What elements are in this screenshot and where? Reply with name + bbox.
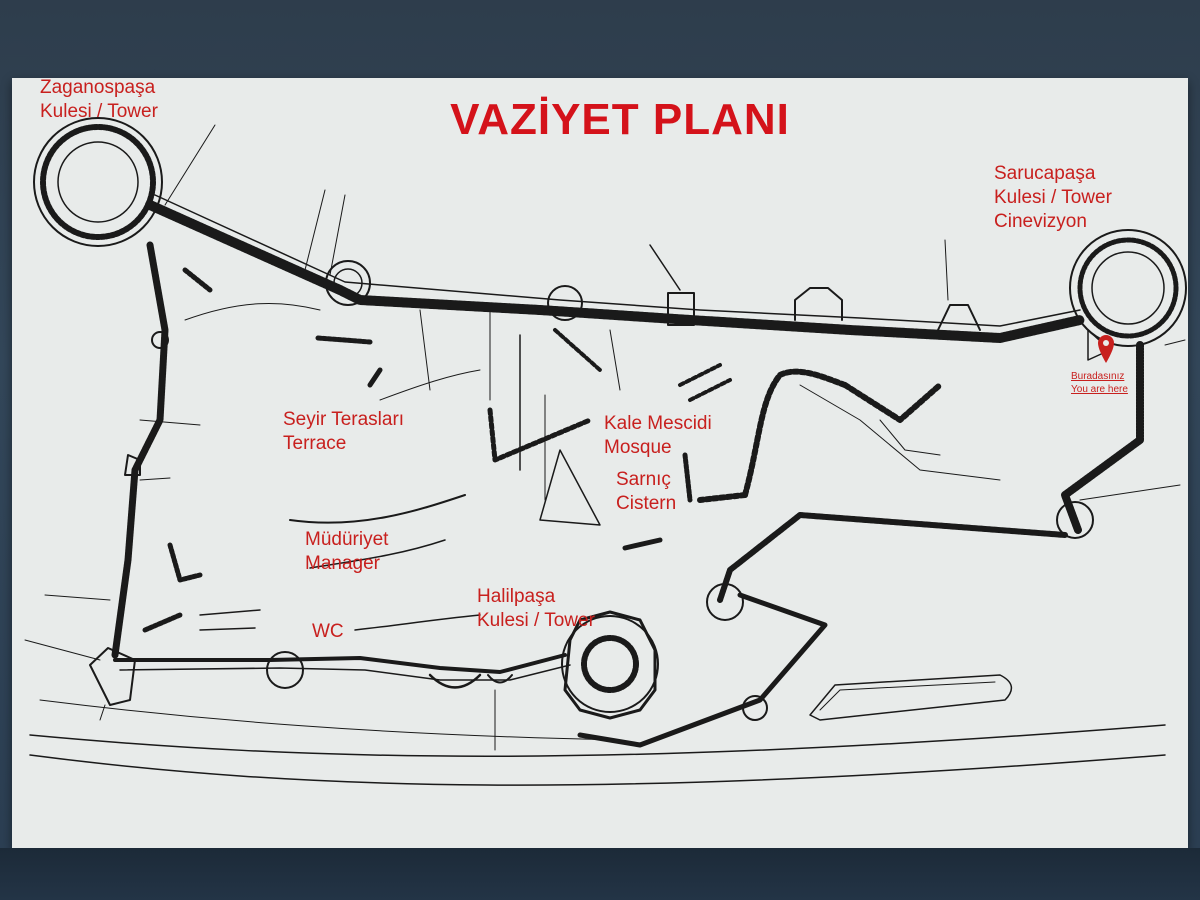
halilpasa-bastion bbox=[577, 592, 828, 748]
west-wall bbox=[111, 241, 169, 659]
south-wall bbox=[113, 653, 567, 674]
road-line bbox=[29, 724, 1166, 757]
north-wall bbox=[145, 200, 1085, 343]
south-tower-small bbox=[706, 583, 744, 621]
board-frame-bottom bbox=[0, 848, 1200, 900]
mosque-label: Kale Mescidi Mosque bbox=[604, 413, 712, 458]
cistern-label: Sarnıç Cistern bbox=[616, 469, 677, 514]
zaganos-tower bbox=[33, 117, 163, 247]
manager-label: Müdüriyet Manager bbox=[305, 529, 389, 574]
southwest-tower bbox=[89, 647, 136, 706]
south-tower bbox=[428, 673, 482, 689]
map-board bbox=[12, 78, 1188, 848]
seyir-terrace-label: Seyir Terasları Terrace bbox=[283, 409, 405, 454]
road-line bbox=[39, 699, 621, 741]
north-tower bbox=[794, 287, 843, 321]
east-tower bbox=[1056, 501, 1094, 539]
north-tower bbox=[547, 285, 583, 321]
north-tower bbox=[325, 260, 371, 306]
road-line bbox=[29, 754, 1166, 786]
map-pin-icon bbox=[1098, 335, 1114, 363]
wc-label: WC bbox=[312, 621, 344, 642]
north-tower bbox=[937, 304, 981, 331]
zaganos-label: Zaganospaşa Kulesi / Tower bbox=[40, 77, 158, 122]
halilpasa-label: Halilpaşa Kulesi / Tower bbox=[477, 586, 595, 631]
east-wall bbox=[1061, 341, 1144, 534]
inner-wall bbox=[742, 368, 848, 498]
sarucapasa-tower bbox=[1069, 229, 1187, 347]
you-are-here-label: Buradasınız You are here bbox=[1071, 371, 1128, 395]
map-title: VAZİYET PLANI bbox=[450, 95, 790, 144]
halilpasa-tower bbox=[561, 615, 659, 713]
sarucapasa-label: Sarucapaşa Kulesi / Tower Cinevizyon bbox=[994, 163, 1112, 232]
gate-tower bbox=[667, 292, 695, 326]
parking-island bbox=[809, 674, 1013, 721]
south-tower bbox=[266, 651, 304, 689]
southeast-wall bbox=[717, 512, 1068, 603]
